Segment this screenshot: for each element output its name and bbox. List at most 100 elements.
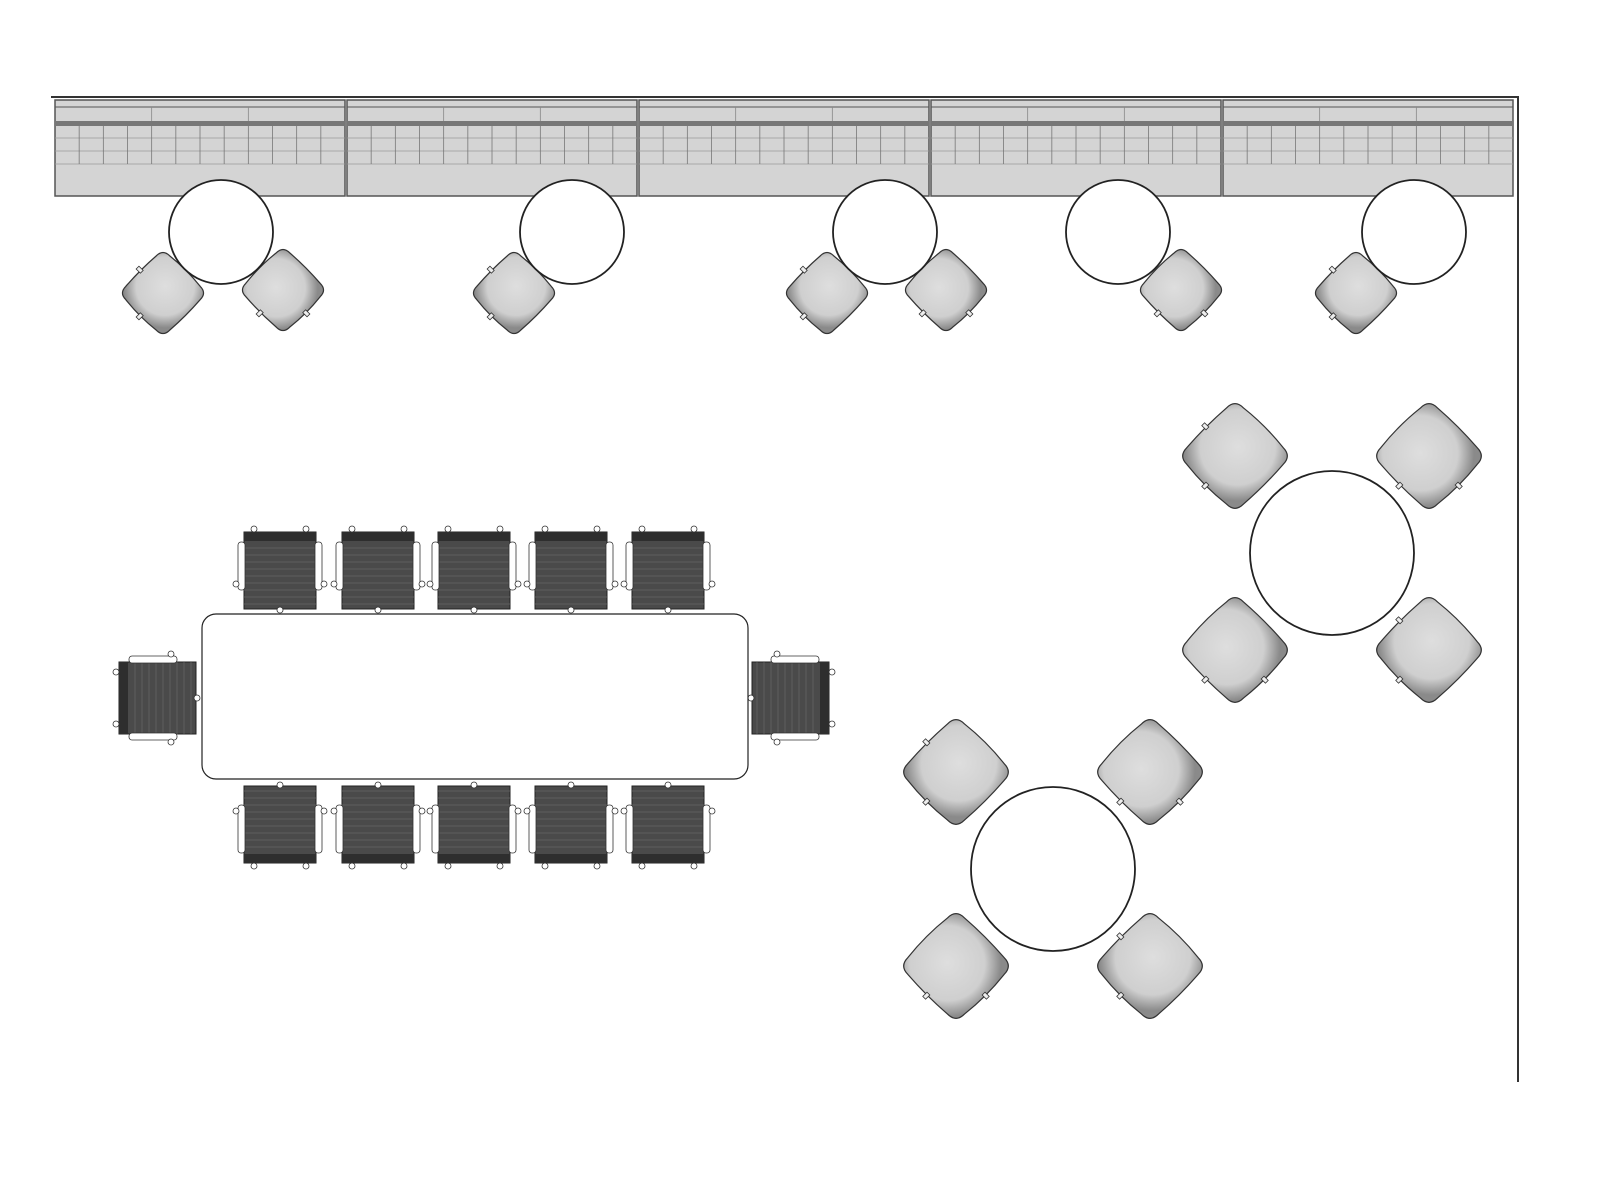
- task-chair-back: [820, 662, 829, 734]
- task-chair-back: [438, 532, 510, 541]
- task-chair: [426, 781, 522, 870]
- chair-caster: [348, 525, 356, 533]
- task-chair-seat: [437, 785, 511, 864]
- task-chair-seat: [534, 785, 608, 864]
- chair-leg: [1116, 932, 1125, 941]
- task-chair-back: [438, 854, 510, 863]
- chair-caster: [496, 862, 504, 870]
- bucket-chair: [1182, 597, 1288, 703]
- bucket-chair-shell: [903, 913, 1009, 1019]
- chair-leg: [1328, 312, 1337, 321]
- chair-caster: [232, 580, 240, 588]
- bucket-chair: [903, 719, 1009, 825]
- chair-leg: [981, 991, 990, 1000]
- chair-caster: [193, 694, 201, 702]
- task-chair-back: [535, 532, 607, 541]
- chair-leg: [302, 309, 311, 318]
- chair-leg: [799, 312, 808, 321]
- task-chair-arm: [237, 541, 246, 591]
- cafe-table: [1065, 179, 1171, 285]
- chair-caster: [773, 650, 781, 658]
- chair-caster: [747, 694, 755, 702]
- chair-caster: [593, 862, 601, 870]
- chair-leg: [965, 309, 974, 318]
- task-chair-arm: [528, 804, 537, 854]
- chair-caster: [620, 580, 628, 588]
- chair-caster: [611, 807, 619, 815]
- chair-caster: [514, 580, 522, 588]
- chair-leg: [922, 991, 931, 1000]
- counter-band: [931, 121, 1221, 126]
- chair-leg: [1395, 675, 1404, 684]
- chair-leg: [486, 312, 495, 321]
- chair-leg: [922, 738, 931, 747]
- chair-caster: [523, 807, 531, 815]
- chair-caster: [330, 807, 338, 815]
- bucket-chair-shell: [121, 251, 205, 335]
- chair-leg: [1201, 422, 1210, 431]
- chair-caster: [593, 525, 601, 533]
- cafe-table: [519, 179, 625, 285]
- chair-caster: [523, 580, 531, 588]
- chair-caster: [320, 807, 328, 815]
- bucket-chair: [1097, 719, 1203, 825]
- task-chair-arm: [237, 804, 246, 854]
- chair-leg: [918, 309, 927, 318]
- chair-caster: [690, 862, 698, 870]
- bucket-chair-shell: [785, 251, 869, 335]
- task-chair: [330, 781, 426, 870]
- bucket-chair-shell: [1182, 403, 1288, 509]
- bucket-chair-shell: [1376, 403, 1482, 509]
- chair-caster: [708, 580, 716, 588]
- task-chair-arm: [528, 541, 537, 591]
- task-chair-arm: [314, 541, 323, 591]
- task-chair-back: [632, 532, 704, 541]
- task-chair-seat: [341, 785, 415, 864]
- bucket-chair: [1376, 597, 1482, 703]
- chair-caster: [541, 862, 549, 870]
- bucket-chair-shell: [1097, 913, 1203, 1019]
- task-chair-arm: [770, 655, 820, 664]
- chair-caster: [638, 525, 646, 533]
- counter-module: [1222, 99, 1514, 197]
- chair-caster: [470, 606, 478, 614]
- chair-leg: [135, 265, 144, 274]
- task-chair-back: [342, 854, 414, 863]
- task-chair: [523, 781, 619, 870]
- chair-caster: [374, 781, 382, 789]
- task-chair-back: [244, 532, 316, 541]
- task-chair: [426, 525, 522, 614]
- task-chair-seat: [341, 531, 415, 610]
- counter-run: [54, 99, 1514, 197]
- task-chair-arm: [508, 541, 517, 591]
- chair-caster: [567, 606, 575, 614]
- chair-leg: [486, 265, 495, 274]
- chair-leg: [1116, 797, 1125, 806]
- chair-caster: [112, 668, 120, 676]
- chair-caster: [348, 862, 356, 870]
- chair-caster: [638, 862, 646, 870]
- chair-caster: [418, 580, 426, 588]
- bucket-chair-shell: [1182, 597, 1288, 703]
- task-chair-arm: [508, 804, 517, 854]
- task-chair-arm: [625, 541, 634, 591]
- bucket-chair: [472, 251, 556, 335]
- task-chair-arm: [702, 804, 711, 854]
- cafe-tables: [121, 179, 1467, 335]
- chair-leg: [922, 797, 931, 806]
- task-chair: [232, 781, 328, 870]
- counter-band: [55, 121, 345, 126]
- bucket-chair: [1139, 248, 1223, 332]
- cafe-table: [168, 179, 274, 285]
- task-chair-arm: [702, 541, 711, 591]
- chair-caster: [444, 862, 452, 870]
- counter-band: [347, 121, 637, 126]
- chair-caster: [426, 807, 434, 815]
- chair-caster: [400, 525, 408, 533]
- chair-leg: [1395, 616, 1404, 625]
- task-chair: [523, 525, 619, 614]
- cafe-table: [1361, 179, 1467, 285]
- chair-caster: [828, 668, 836, 676]
- task-chair-seat: [118, 661, 197, 735]
